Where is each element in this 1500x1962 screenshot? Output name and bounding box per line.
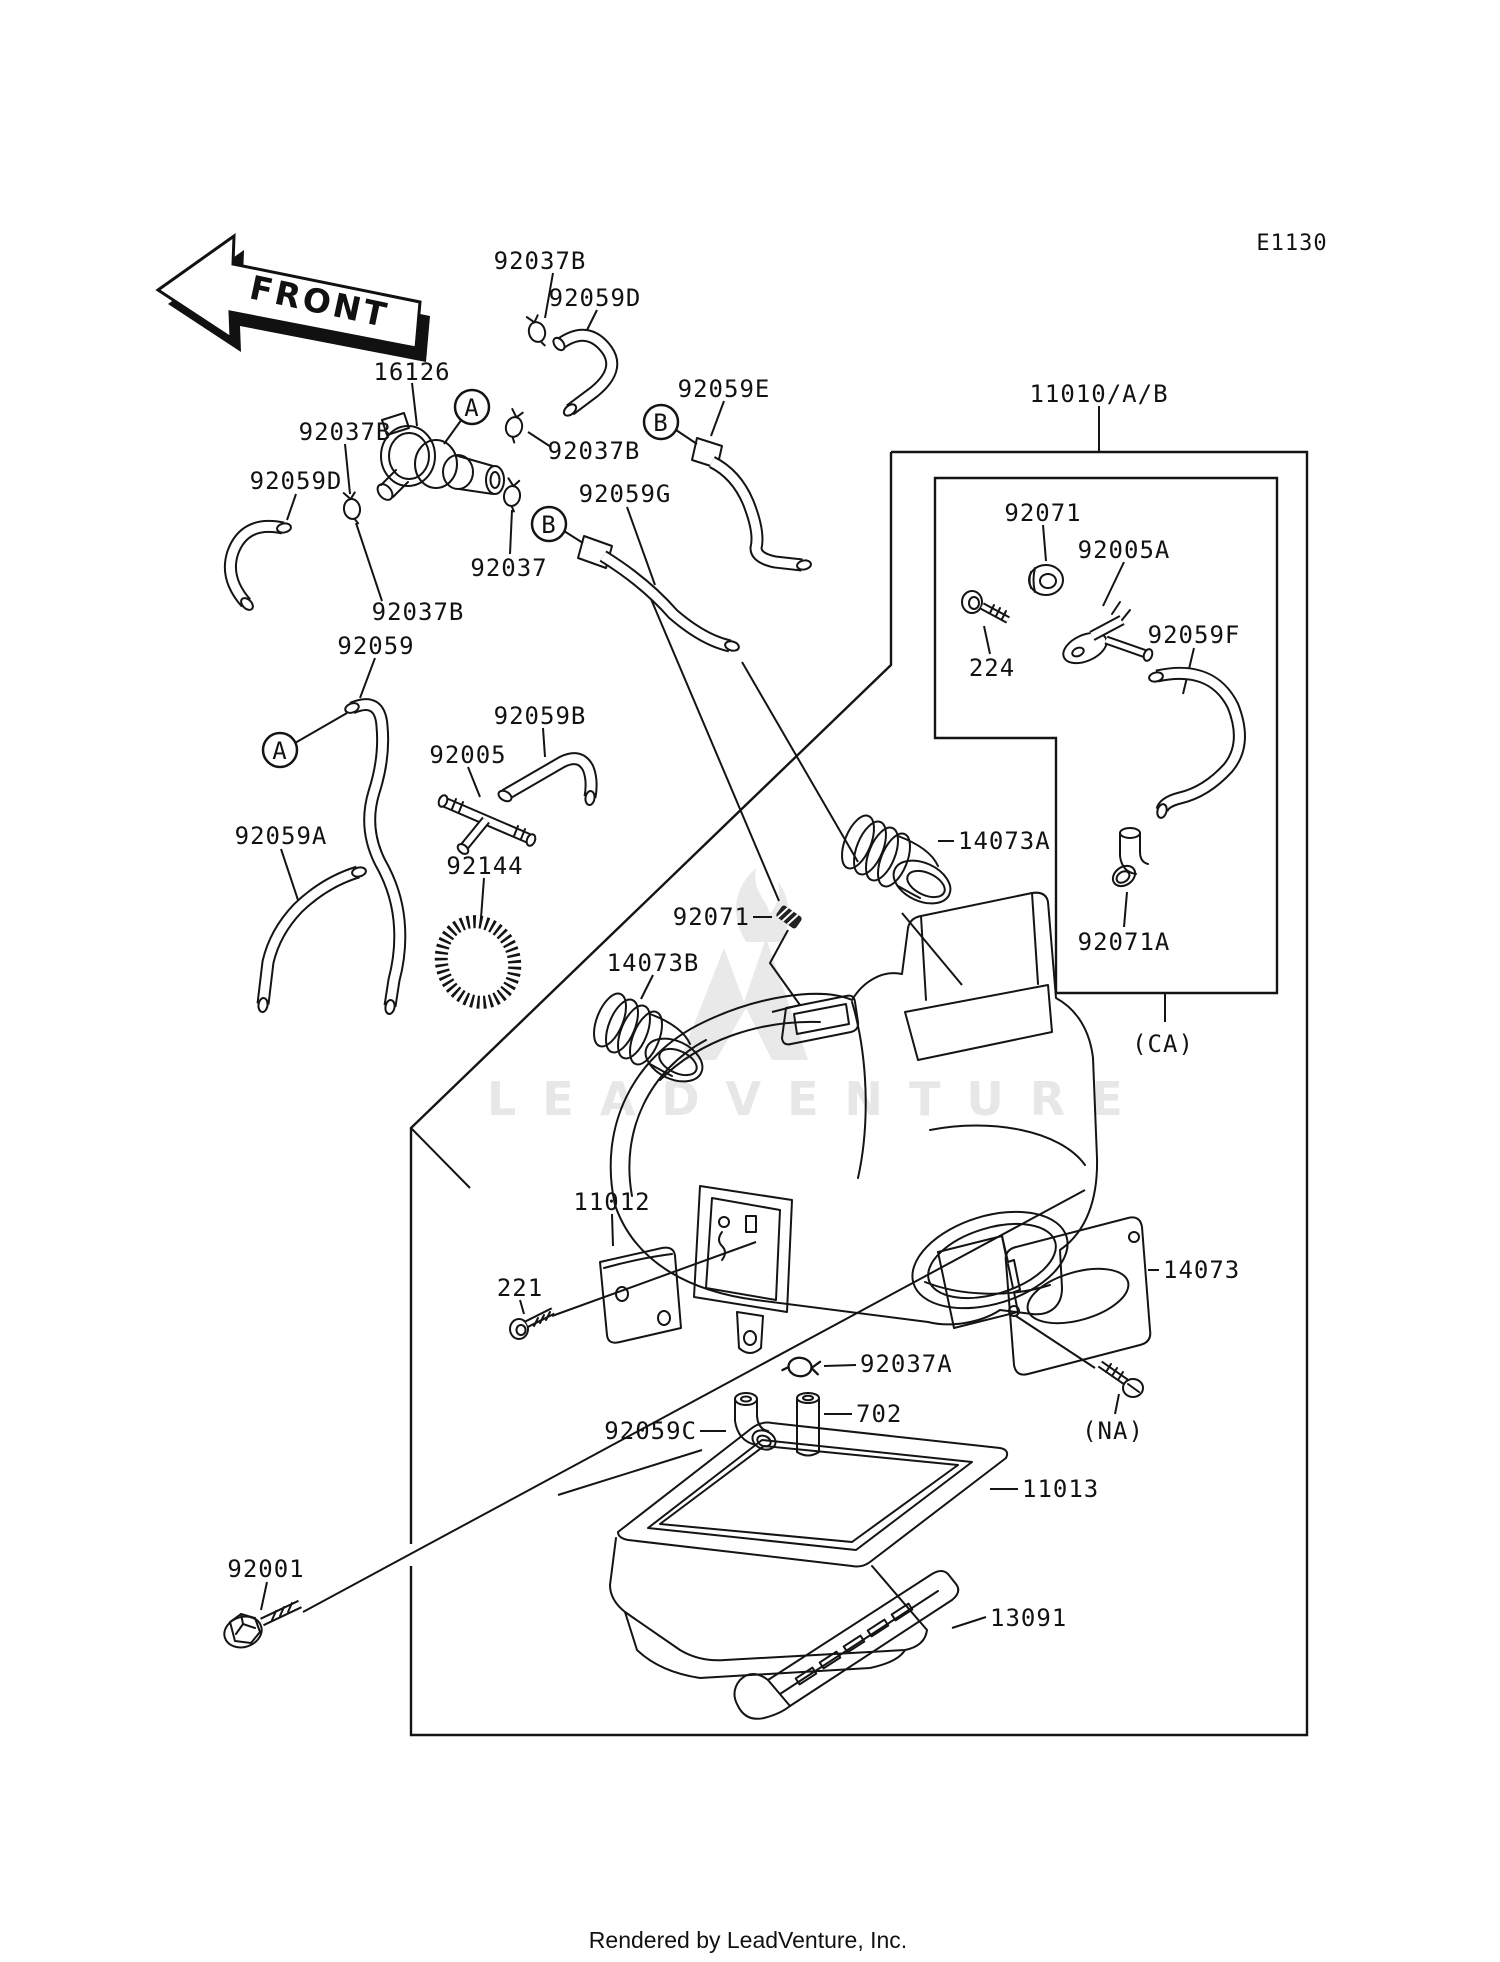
callout-11010[interactable]: 11010/A/B [1029, 380, 1168, 408]
callout-na: (NA) [1082, 1417, 1144, 1445]
valve-16126-drawing [376, 412, 505, 501]
callout-92037b-left[interactable]: 92037B [299, 418, 392, 446]
marker-a1: A [453, 388, 491, 426]
callout-702[interactable]: 702 [856, 1400, 902, 1428]
assembly-group-box [409, 450, 1309, 1737]
callout-92005[interactable]: 92005 [429, 741, 506, 769]
hose-92059b-drawing [497, 752, 598, 806]
callout-92059d-top[interactable]: 92059D [549, 284, 642, 312]
callout-224[interactable]: 224 [969, 654, 1015, 682]
hose-92059d-left-drawing [223, 519, 292, 611]
callout-92059[interactable]: 92059 [337, 632, 414, 660]
clamp-92037b-top-icon [525, 314, 547, 347]
duct-14073b-drawing [593, 992, 704, 1083]
leader-lines [260, 272, 1195, 1629]
callout-92059a[interactable]: 92059A [235, 822, 328, 850]
cover-14073-drawing [937, 1216, 1152, 1376]
marker-b2: B [530, 505, 568, 543]
hose-92059-drawing [344, 698, 407, 1015]
screw-224-drawing [961, 590, 1010, 624]
marker-b1-label: B [653, 409, 668, 437]
hose-92059f-drawing [1148, 666, 1246, 819]
fitting-92005-drawing [437, 794, 537, 855]
callout-14073b[interactable]: 14073B [607, 949, 700, 977]
fitting-92005a-drawing [1062, 601, 1154, 665]
marker-a2: A [261, 731, 299, 769]
marker-b1: B [642, 403, 680, 441]
callout-92059d-left[interactable]: 92059D [250, 467, 343, 495]
footer-credit: Rendered by LeadVenture, Inc. [589, 1927, 907, 1953]
callout-92005a[interactable]: 92005A [1078, 536, 1171, 564]
marker-a2-label: A [272, 737, 287, 765]
callout-92037b-bottom[interactable]: 92037B [372, 598, 465, 626]
callout-92059b[interactable]: 92059B [494, 702, 587, 730]
page-code: E1130 [1256, 231, 1327, 256]
watermark-text: LEADVENTURE [487, 1072, 1149, 1126]
clamp-92037b-bottom-icon [342, 491, 362, 525]
grommet-92071-box-drawing [1028, 564, 1064, 596]
clamp-92037-icon [502, 477, 522, 513]
callout-14073[interactable]: 14073 [1163, 1256, 1240, 1284]
callout-92059f[interactable]: 92059F [1148, 621, 1241, 649]
hose-92059d-top-drawing [552, 328, 619, 417]
coil-92144-drawing [434, 915, 522, 1009]
hose-92059e-drawing [691, 437, 812, 572]
callout-ca: (CA) [1132, 1030, 1194, 1058]
leadventure-watermark-logo [680, 868, 808, 1060]
hose-92059g-drawing [577, 535, 740, 653]
callout-11013[interactable]: 11013 [1022, 1475, 1099, 1503]
screw-na-drawing [1097, 1360, 1144, 1398]
plate-11012-drawing [599, 1246, 682, 1344]
clamp-92037b-mid-icon [504, 408, 524, 444]
callout-92037b-mid[interactable]: 92037B [548, 437, 641, 465]
callout-221[interactable]: 221 [497, 1274, 543, 1302]
callout-92059g[interactable]: 92059G [579, 480, 672, 508]
callout-92037[interactable]: 92037 [470, 554, 547, 582]
screw-221-drawing [509, 1307, 555, 1340]
marker-b2-label: B [541, 511, 556, 539]
holder-13091-drawing [733, 1570, 960, 1720]
callout-92071-box[interactable]: 92071 [1004, 499, 1081, 527]
callout-11012[interactable]: 11012 [573, 1188, 650, 1216]
callout-92037a[interactable]: 92037A [860, 1350, 953, 1378]
marker-a1-label: A [464, 394, 479, 422]
hose-92059a-drawing [256, 865, 367, 1013]
part-92071-mid-drawing [776, 905, 802, 929]
callout-92059e[interactable]: 92059E [678, 375, 771, 403]
fitting-92071a-drawing [1111, 827, 1149, 888]
callout-92071a[interactable]: 92071A [1078, 928, 1171, 956]
bolt-92001-drawing [223, 1599, 302, 1649]
clamp-92037a-icon [781, 1356, 822, 1378]
callout-92001[interactable]: 92001 [227, 1555, 304, 1583]
callout-14073a[interactable]: 14073A [958, 827, 1051, 855]
callout-92071-mid[interactable]: 92071 [673, 903, 750, 931]
housing-11010-drawing [609, 891, 1099, 1354]
callout-13091[interactable]: 13091 [990, 1604, 1067, 1632]
callout-92144[interactable]: 92144 [446, 852, 523, 880]
front-arrow: FRONT [155, 233, 430, 362]
element-11013-drawing [609, 1421, 1009, 1679]
callout-16126[interactable]: 16126 [373, 358, 450, 386]
duct-14073a-drawing [841, 814, 952, 905]
callout-92059c[interactable]: 92059C [604, 1417, 697, 1445]
callout-92037b-top[interactable]: 92037B [494, 247, 587, 275]
